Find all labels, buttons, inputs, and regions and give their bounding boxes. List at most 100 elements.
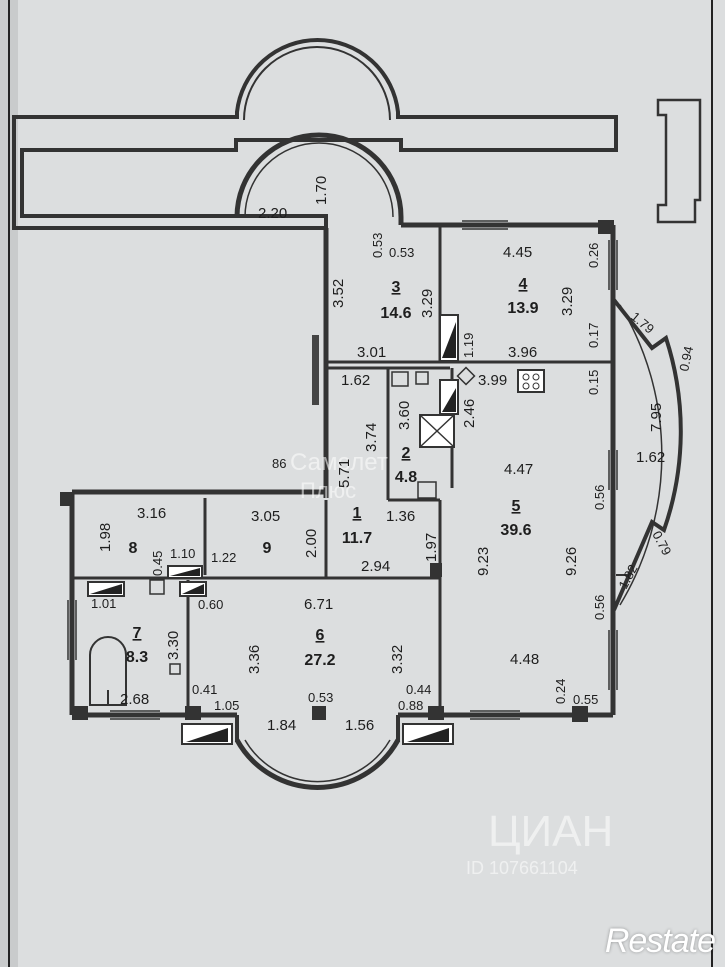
dim-3-30: 3.30 <box>165 631 182 660</box>
dim-3-96: 3.96 <box>508 344 537 361</box>
shaft-room-3-fill <box>442 322 456 358</box>
room-4-area: 13.9 <box>507 300 538 317</box>
room-6-number: 6 <box>316 627 325 644</box>
room-1-number: 1 <box>353 505 362 522</box>
dim-0-53-c: 0.53 <box>308 690 333 705</box>
dim-0-56-a: 0.56 <box>592 485 607 510</box>
dim-3-36: 3.36 <box>246 645 263 674</box>
room-2-area: 4.8 <box>395 469 417 486</box>
room-9-number: 9 <box>263 540 272 557</box>
dim-3-29-b: 3.29 <box>559 287 576 316</box>
shaft-room-7-fill <box>90 584 122 594</box>
radiator-left-fill <box>186 728 228 742</box>
dim-2-68: 2.68 <box>120 691 149 708</box>
dim-6-71: 6.71 <box>304 596 333 613</box>
column-room-6-right <box>428 706 444 720</box>
dim-1-62-a: 1.62 <box>341 372 370 389</box>
burner-3 <box>522 382 530 390</box>
bay-wall-room-5 <box>612 298 683 611</box>
dim-1-56: 1.56 <box>345 717 374 734</box>
dim-3-16: 3.16 <box>137 505 166 522</box>
wall-stub <box>430 563 442 577</box>
dim-2-20: 2.20 <box>258 205 287 222</box>
dim-1-70: 1.70 <box>313 176 330 205</box>
room-7-area: 8.3 <box>126 649 148 666</box>
dim-3-74: 3.74 <box>363 423 380 452</box>
bathtub <box>89 636 127 706</box>
dim-0-41: 0.41 <box>192 682 217 697</box>
room-5-number: 5 <box>512 498 521 515</box>
dim-1-98: 1.98 <box>97 523 114 552</box>
dim-4-48: 4.48 <box>510 651 539 668</box>
balcony-arch-inner <box>243 46 391 121</box>
door-room-3 <box>312 335 319 405</box>
dim-0-88: 0.88 <box>398 698 423 713</box>
bay-window-room-5 <box>619 304 663 606</box>
room-3-number: 3 <box>392 279 401 296</box>
column-bottom-left <box>72 706 88 720</box>
column-bottom-right <box>572 706 588 722</box>
room-6-area: 27.2 <box>304 652 335 669</box>
room-5-area: 39.6 <box>500 522 531 539</box>
column-top-right <box>598 220 614 234</box>
dim-0-44: 0.44 <box>406 682 431 697</box>
dim-0-45: 0.45 <box>150 551 165 576</box>
room-2-number: 2 <box>402 445 411 462</box>
bay-wall-room-3 <box>234 132 404 218</box>
fixture-room-7 <box>149 579 165 595</box>
restate-logo: Restate <box>604 922 716 960</box>
cooktop <box>517 369 545 393</box>
room-labels: 3 14.6 4 13.9 2 4.8 1 11.7 5 39.6 6 27.2… <box>126 276 539 669</box>
dim-86: 86 <box>272 456 286 471</box>
dim-3-05: 3.05 <box>251 508 280 525</box>
radiator-right-fill <box>407 728 449 742</box>
room-7-number: 7 <box>133 625 142 642</box>
watermark-center-top: Самолет <box>290 449 388 476</box>
room-3-area: 14.6 <box>380 305 411 322</box>
dim-4-45: 4.45 <box>503 244 532 261</box>
shaft-room-6-fill <box>182 584 204 594</box>
dim-0-26: 0.26 <box>586 243 601 268</box>
sink-room-2 <box>391 371 409 387</box>
dim-2-94: 2.94 <box>361 558 390 575</box>
fixture-room-2 <box>415 371 429 385</box>
dim-1-36: 1.36 <box>386 508 415 525</box>
bay-wall-room-6 <box>234 738 401 790</box>
watermark-center-bottom: Плюс <box>300 478 356 503</box>
column-room-6-left <box>185 706 201 720</box>
burner-2 <box>532 373 540 381</box>
dim-0-60: 0.60 <box>198 597 223 612</box>
bay-window-room-6 <box>244 739 391 783</box>
burner-4 <box>532 382 540 390</box>
column-room-6-center <box>314 708 324 718</box>
dim-2-46: 2.46 <box>461 399 478 428</box>
dim-1-84: 1.84 <box>267 717 296 734</box>
dim-3-29-a: 3.29 <box>419 289 436 318</box>
dim-0-56-b: 0.56 <box>592 595 607 620</box>
dim-0-53-a: 0.53 <box>370 233 385 258</box>
neighbour-wall <box>656 98 702 224</box>
window-marks <box>67 220 618 720</box>
dim-3-99: 3.99 <box>478 372 507 389</box>
dim-0-55: 0.55 <box>573 692 598 707</box>
dim-1-19: 1.19 <box>461 333 476 358</box>
fixture-room-7b <box>169 663 181 675</box>
watermark-cian: ЦИАН <box>488 807 613 856</box>
bay-window-room-3 <box>244 142 394 218</box>
dim-3-01: 3.01 <box>357 344 386 361</box>
dim-0-15: 0.15 <box>586 370 601 395</box>
dim-1-22: 1.22 <box>211 550 236 565</box>
dim-1-97: 1.97 <box>423 533 440 562</box>
room-8-number: 8 <box>129 540 138 557</box>
room-4-number: 4 <box>519 276 528 293</box>
dim-3-60: 3.60 <box>396 401 413 430</box>
dim-1-01: 1.01 <box>91 596 116 611</box>
dim-7-95: 7.95 <box>648 403 665 432</box>
dim-1-62-b: 1.62 <box>636 449 665 466</box>
column-top-left <box>60 492 74 506</box>
dim-0-53-b: 0.53 <box>389 245 414 260</box>
dimension-labels: 2.20 1.70 0.53 0.53 4.45 0.26 3.52 3.29 … <box>91 176 696 734</box>
